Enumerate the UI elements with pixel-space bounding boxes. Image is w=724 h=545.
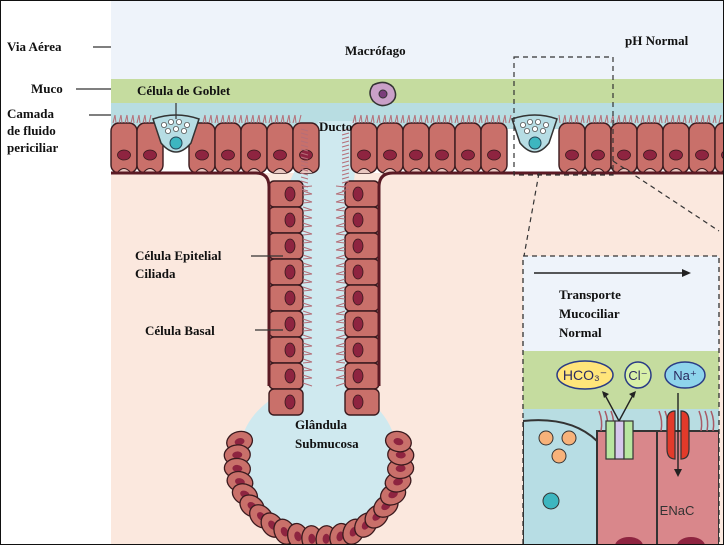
hco3-ion: HCO₃⁻ (557, 361, 613, 389)
enac-label: ENaC (660, 503, 695, 518)
inset-goblet (523, 420, 597, 544)
svg-text:Cl⁻: Cl⁻ (628, 368, 647, 383)
label-via-aerea: Via Aérea (7, 39, 62, 54)
inset-box (523, 256, 719, 544)
label-celula-epitelial: Célula Epitelial Ciliada (135, 247, 221, 283)
na-ion: Na⁺ (665, 362, 705, 388)
label-camada: Camada de fluido periciliar (7, 105, 58, 156)
svg-text:Na⁺: Na⁺ (673, 368, 696, 383)
label-celula-basal: Célula Basal (145, 323, 215, 338)
label-ph-normal: pH Normal (625, 33, 688, 48)
label-glandula: Glândula Submucosa (295, 415, 359, 453)
label-ducto: Ducto (319, 119, 352, 134)
epithelium-left (111, 123, 319, 173)
macrophage (370, 82, 396, 105)
label-celula-goblet: Célula de Goblet (137, 83, 230, 98)
goblet-cell-right (512, 115, 557, 152)
svg-text:HCO₃⁻: HCO₃⁻ (563, 367, 607, 383)
label-transporte: Transporte Mucociliar Normal (559, 285, 621, 342)
label-muco: Muco (31, 81, 63, 96)
label-macrofago: Macrófago (345, 43, 406, 58)
cftr-channel (606, 421, 633, 459)
cl-ion: Cl⁻ (625, 362, 651, 388)
